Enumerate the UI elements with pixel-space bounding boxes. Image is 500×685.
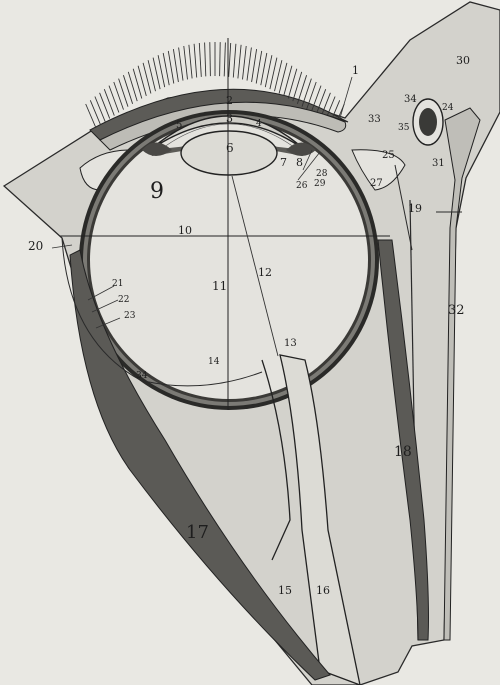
eyelash bbox=[128, 72, 137, 101]
label-21: 21 bbox=[112, 279, 123, 289]
label-1: 1 bbox=[352, 64, 359, 77]
eyelash bbox=[104, 89, 114, 115]
label-8: 8 bbox=[296, 156, 303, 169]
label-12: 12 bbox=[258, 266, 272, 279]
label-28: 28 bbox=[316, 169, 328, 179]
label-10: 10 bbox=[178, 224, 192, 237]
label-33: 33 bbox=[368, 114, 381, 125]
eyelash bbox=[90, 100, 100, 125]
eyelash bbox=[86, 104, 96, 128]
label-9: 9 bbox=[150, 179, 164, 204]
label-2: 2 bbox=[226, 94, 233, 107]
label-17: 17 bbox=[186, 522, 209, 543]
eyelash bbox=[220, 42, 221, 76]
eyelash bbox=[158, 55, 165, 87]
label-26: 26 bbox=[296, 181, 308, 191]
label-31: 31 bbox=[432, 158, 445, 169]
label-15: 15 bbox=[278, 584, 292, 597]
eyelash bbox=[224, 43, 225, 77]
label-23: 23 bbox=[124, 311, 136, 321]
label-35: 35 bbox=[398, 123, 410, 133]
label-6: 6 bbox=[226, 141, 234, 155]
eyelash bbox=[205, 43, 206, 77]
eyelash bbox=[247, 48, 251, 81]
eyelash bbox=[293, 72, 302, 101]
label-25: 25 bbox=[382, 150, 395, 161]
label-27: 27 bbox=[370, 178, 383, 189]
eyelash bbox=[114, 82, 124, 110]
eyelash bbox=[194, 44, 197, 78]
eyelash bbox=[184, 46, 188, 79]
eyelash bbox=[238, 45, 241, 79]
label-29: 29 bbox=[314, 179, 326, 189]
label-20: 20 bbox=[28, 239, 43, 253]
label-34: 34 bbox=[404, 94, 417, 105]
eyelash bbox=[123, 75, 132, 104]
lacrimal-canal bbox=[419, 108, 437, 136]
eyelash bbox=[233, 44, 236, 78]
label-24: 24 bbox=[442, 103, 454, 113]
eyelash bbox=[179, 48, 183, 81]
eyelash bbox=[252, 49, 257, 82]
label-22: 22 bbox=[118, 295, 129, 305]
eyelash bbox=[189, 45, 192, 79]
eyelash bbox=[229, 43, 231, 77]
label-4: 4 bbox=[256, 119, 262, 129]
eyelash bbox=[95, 97, 105, 122]
label-18: 18 bbox=[394, 444, 412, 460]
eyelash bbox=[109, 86, 119, 113]
label-34b: 34 bbox=[136, 371, 148, 381]
eyelash bbox=[297, 75, 306, 104]
eyelash bbox=[256, 51, 262, 84]
label-30: 30 bbox=[456, 54, 470, 67]
label-7: 7 bbox=[280, 156, 287, 169]
label-16: 16 bbox=[316, 584, 330, 597]
label-11: 11 bbox=[212, 279, 227, 293]
eyelash bbox=[168, 51, 174, 84]
label-14: 14 bbox=[208, 357, 220, 367]
eyelash bbox=[163, 53, 169, 85]
eyelash bbox=[100, 93, 110, 119]
label-5: 5 bbox=[176, 120, 182, 131]
eyelash bbox=[210, 42, 211, 76]
label-19: 19 bbox=[408, 202, 422, 215]
label-3: 3 bbox=[226, 112, 233, 125]
eyelash bbox=[199, 43, 201, 77]
label-32: 32 bbox=[448, 303, 465, 318]
eyelash bbox=[265, 55, 272, 87]
eyelash bbox=[261, 53, 267, 85]
eyelash bbox=[119, 79, 128, 107]
eyelash bbox=[173, 49, 178, 82]
eyelash bbox=[243, 46, 247, 79]
label-13: 13 bbox=[284, 338, 297, 349]
